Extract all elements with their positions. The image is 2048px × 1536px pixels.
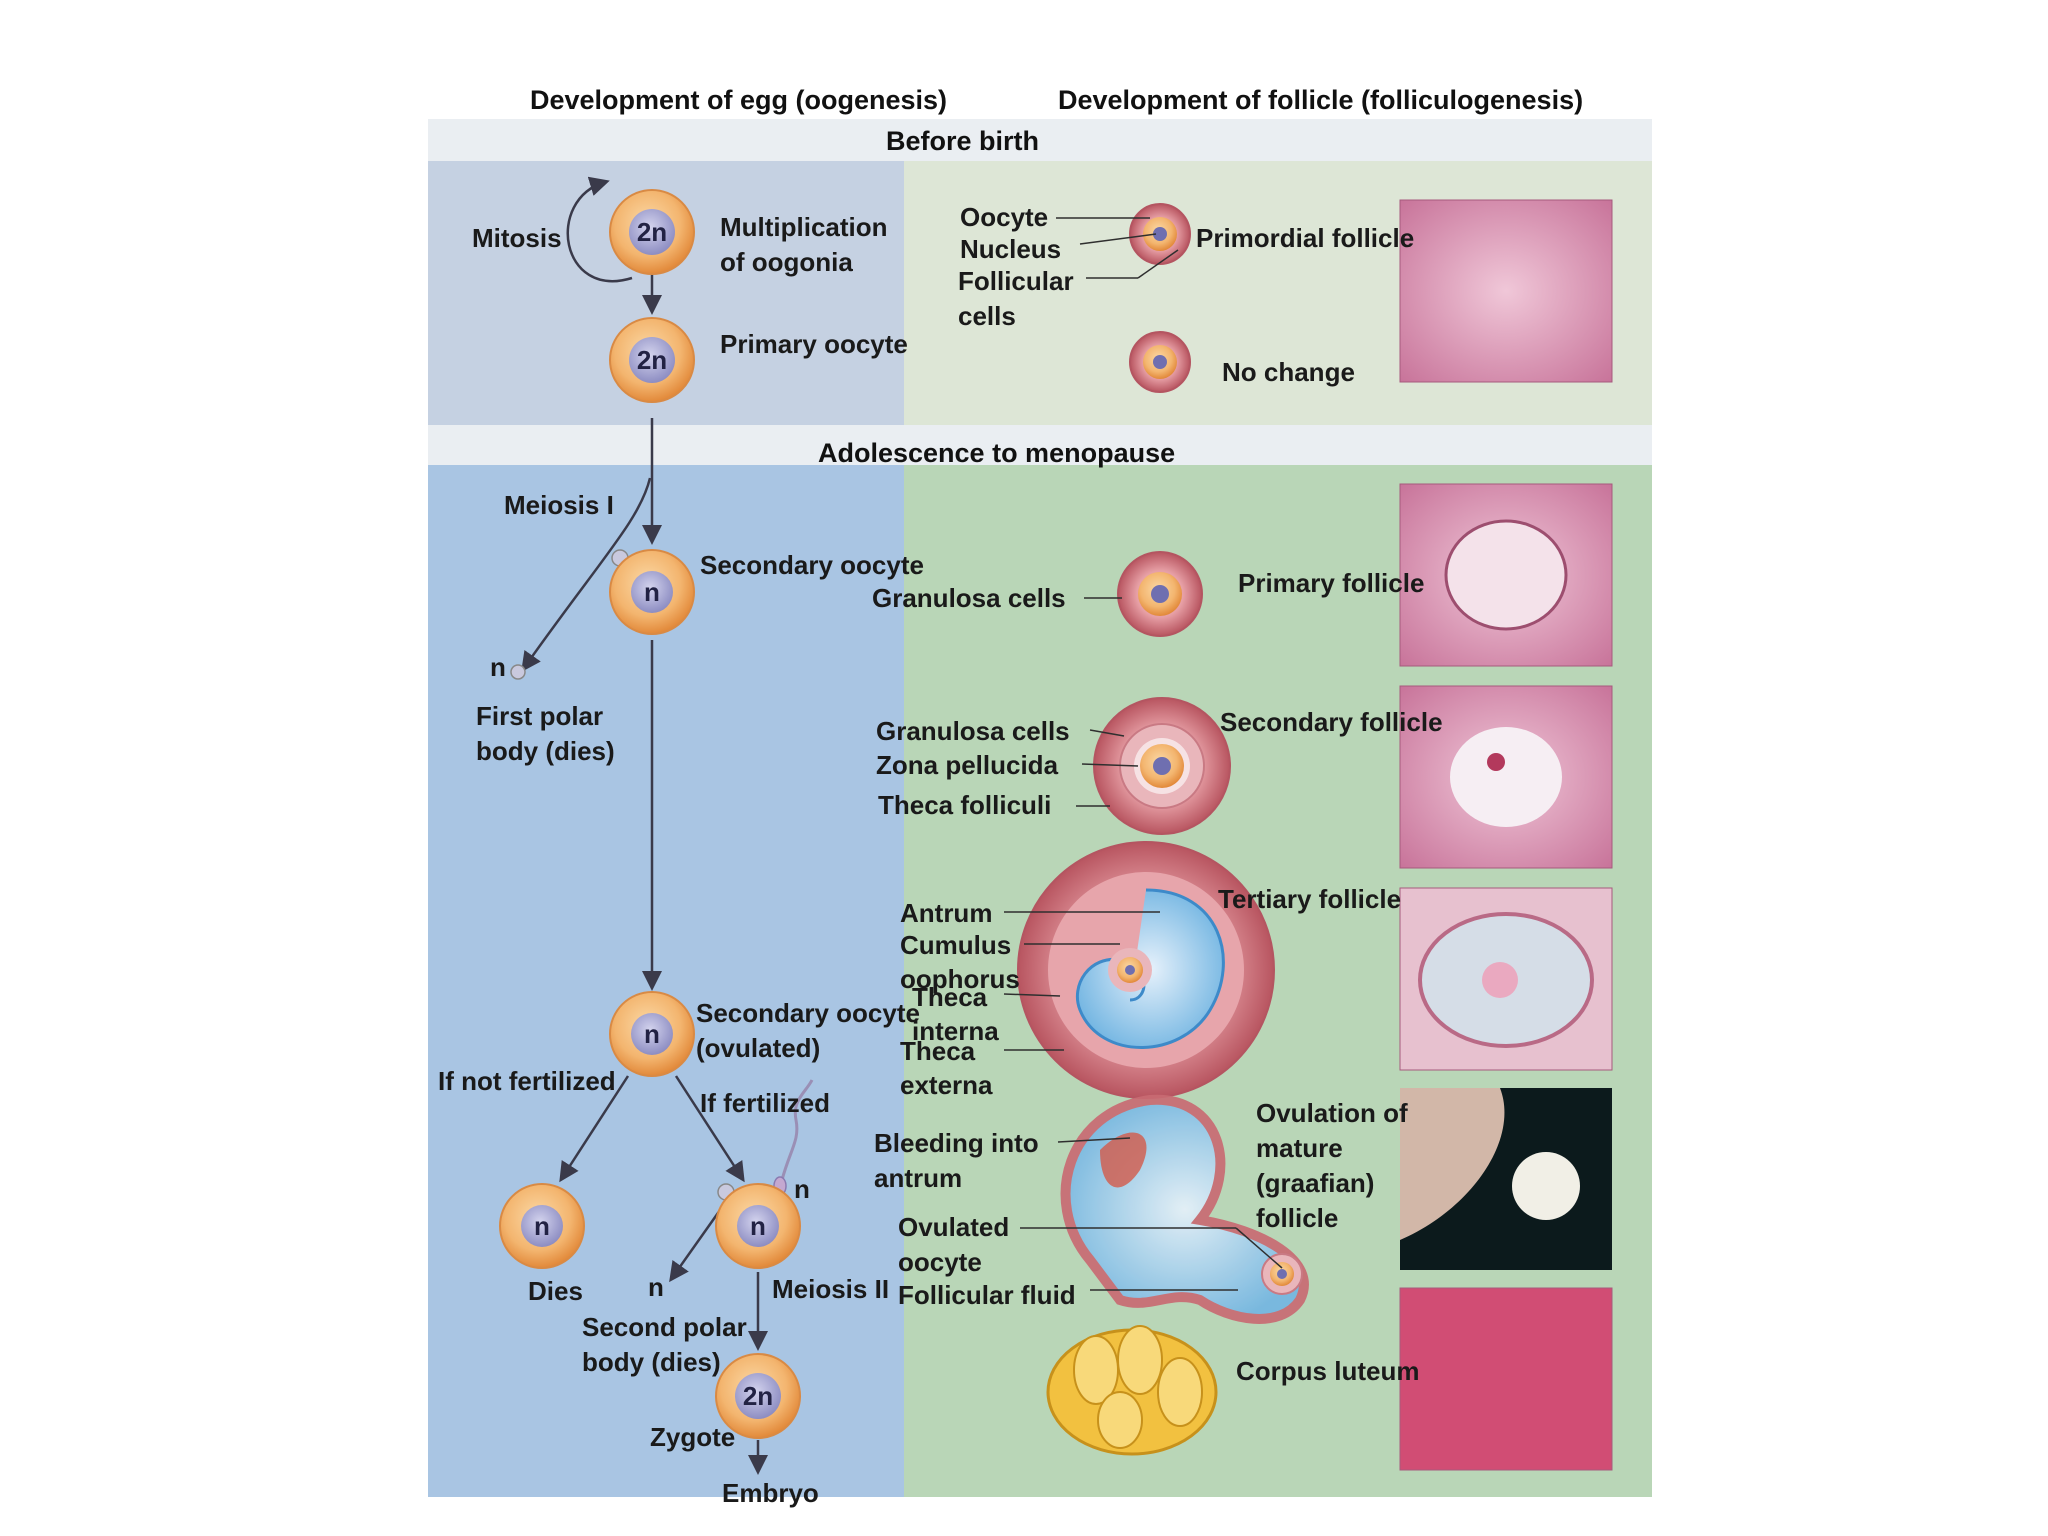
leader-lines xyxy=(1003,217,1283,1291)
histology-micrographs xyxy=(1399,199,1613,1471)
primary-follicle-label: Primary follicle xyxy=(1238,568,1424,598)
before-birth-band xyxy=(428,119,1652,161)
theca-externa-label-2: externa xyxy=(900,1070,993,1100)
folliculogenesis-flow: Oocyte Nucleus Follicular cells Primordi… xyxy=(872,199,1613,1471)
ovulation-label-3: (graafian) xyxy=(1256,1168,1374,1198)
ovulated-oocyte-cell: n xyxy=(609,991,695,1077)
primary-oocyte-cell: 2n xyxy=(609,317,695,403)
ovulated-oocyte-label-2: oocyte xyxy=(898,1247,982,1277)
theca-folliculi-label: Theca folliculi xyxy=(878,790,1051,820)
tertiary-follicle-label: Tertiary follicle xyxy=(1218,884,1401,914)
corpus-luteum-drawing xyxy=(1046,1325,1218,1456)
adolescence-label: Adolescence to menopause xyxy=(818,438,1175,468)
secondary-follicle-label: Secondary follicle xyxy=(1220,707,1443,737)
corpus-luteum-micrograph xyxy=(1399,1287,1613,1471)
follicular-fluid-label: Follicular fluid xyxy=(898,1280,1076,1310)
nucleus-label: Nucleus xyxy=(960,234,1061,264)
first-polar-body-icon xyxy=(510,664,526,680)
primary-oocyte-ploidy: 2n xyxy=(637,345,667,375)
multiplication-label-1: Multiplication xyxy=(720,212,888,242)
ovulated-label-2: (ovulated) xyxy=(696,1033,820,1063)
primary-oocyte-label: Primary oocyte xyxy=(720,329,908,359)
first-polar-label-2: body (dies) xyxy=(476,736,615,766)
sperm-ploidy: n xyxy=(794,1174,810,1204)
oogonium-ploidy: 2n xyxy=(637,217,667,247)
zygote-label: Zygote xyxy=(650,1422,735,1452)
sperm-icon xyxy=(780,1079,814,1181)
zygote-cell: 2n xyxy=(715,1353,801,1439)
primary-follicle-drawing xyxy=(1117,551,1203,637)
zygote-ploidy: 2n xyxy=(743,1381,773,1411)
follicular-cells-label-2: cells xyxy=(958,301,1016,331)
granulosa-cells-label-1: Granulosa cells xyxy=(872,583,1066,613)
no-change-follicle-drawing xyxy=(1129,331,1191,393)
oogenesis-flow: 2n 2n n n n n 2n xyxy=(438,176,924,1508)
cumulus-label-1: Cumulus xyxy=(900,930,1011,960)
adolescence-band xyxy=(428,425,1652,465)
primordial-micrograph xyxy=(1399,199,1613,383)
first-polar-ploidy: n xyxy=(490,652,506,682)
antrum-label: Antrum xyxy=(900,898,992,928)
theca-interna-label-2: interna xyxy=(912,1016,999,1046)
secondary-follicle-drawing xyxy=(1093,697,1231,835)
branch-fertilized xyxy=(674,1075,745,1183)
oocyte-label: Oocyte xyxy=(960,202,1048,232)
meiosis-ii-label: Meiosis II xyxy=(772,1274,889,1304)
granulosa-cells-label-2: Granulosa cells xyxy=(876,716,1070,746)
not-fertilized-label: If not fertilized xyxy=(438,1066,616,1096)
tertiary-follicle-drawing xyxy=(1017,841,1275,1099)
mitosis-label: Mitosis xyxy=(472,223,562,253)
meiosis-i-branch xyxy=(521,477,652,673)
dying-oocyte-cell: n xyxy=(499,1183,585,1269)
dies-label: Dies xyxy=(528,1276,583,1306)
before-birth-label: Before birth xyxy=(886,126,1039,156)
primordial-follicle-drawing xyxy=(1129,203,1191,265)
oogenesis-heading: Development of egg (oogenesis) xyxy=(530,85,947,115)
secondary-oocyte-ploidy: n xyxy=(644,577,660,607)
primordial-follicle-label: Primordial follicle xyxy=(1196,223,1414,253)
embryo-label: Embryo xyxy=(722,1478,819,1508)
second-polar-ploidy: n xyxy=(648,1272,664,1302)
fertilized-oocyte-ploidy: n xyxy=(750,1211,766,1241)
meiosis-i-label: Meiosis I xyxy=(504,490,614,520)
theca-externa-label-1: Theca xyxy=(900,1036,976,1066)
secondary-oocyte-cell: n xyxy=(609,549,695,635)
branch-not-fertilized xyxy=(559,1075,630,1183)
ovulation-label-2: mature xyxy=(1256,1133,1343,1163)
ovulated-oocyte-label-1: Ovulated xyxy=(898,1212,1009,1242)
secondary-oocyte-label: Secondary oocyte xyxy=(700,550,924,580)
follicular-cells-label-1: Follicular xyxy=(958,266,1074,296)
ovulation-label-1: Ovulation of xyxy=(1256,1098,1408,1128)
folliculogenesis-heading: Development of follicle (folliculogenesi… xyxy=(1058,85,1583,115)
second-polar-label-2: body (dies) xyxy=(582,1347,721,1377)
ovulated-oocyte-ploidy: n xyxy=(644,1019,660,1049)
fertilized-label: If fertilized xyxy=(700,1088,830,1118)
left-bottom-panel xyxy=(428,465,904,1497)
multiplication-label-2: of oogonia xyxy=(720,247,853,277)
zona-pellucida-label: Zona pellucida xyxy=(876,750,1059,780)
mitosis-loop-arrow xyxy=(566,176,633,283)
bleeding-label-1: Bleeding into xyxy=(874,1128,1039,1158)
ovulation-label-4: follicle xyxy=(1256,1203,1338,1233)
bleeding-label-2: antrum xyxy=(874,1163,962,1193)
ovulated-label-1: Secondary oocyte xyxy=(696,998,920,1028)
fertilized-oocyte-cell: n xyxy=(715,1183,801,1269)
cumulus-label-2: oophorus xyxy=(900,964,1020,994)
no-change-label: No change xyxy=(1222,357,1355,387)
dying-oocyte-ploidy: n xyxy=(534,1211,550,1241)
theca-interna-label-1: Theca xyxy=(912,982,988,1012)
first-polar-label-1: First polar xyxy=(476,701,603,731)
oogonium-cell: 2n xyxy=(609,189,695,275)
corpus-luteum-label: Corpus luteum xyxy=(1236,1356,1419,1386)
second-polar-label-1: Second polar xyxy=(582,1312,747,1342)
